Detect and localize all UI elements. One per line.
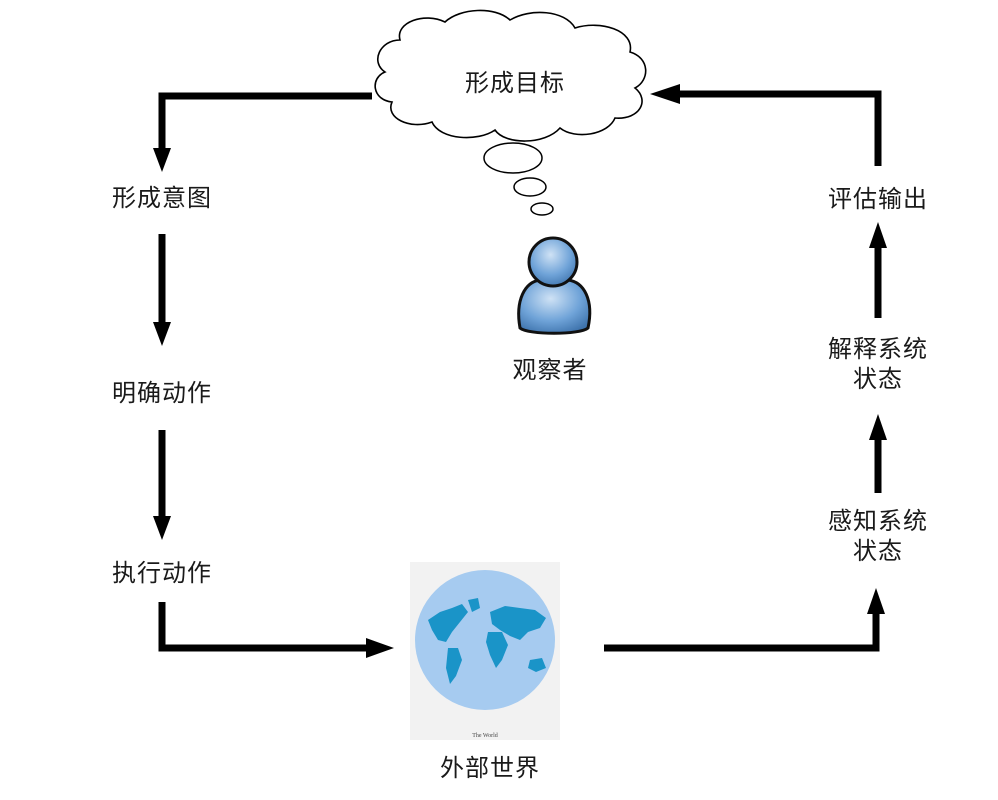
arrowhead-left	[650, 84, 680, 104]
arrowheads	[153, 84, 887, 658]
arrow-evaluate-to-goal	[676, 90, 882, 166]
arrow-world-to-perceive	[604, 612, 880, 652]
step-interpret-state: 解释系统 状态	[828, 335, 928, 393]
arrowhead-down	[153, 516, 171, 540]
world-image-caption: The World	[472, 733, 498, 739]
thought-bubble-small	[530, 202, 554, 216]
arrowhead-up	[869, 414, 887, 440]
thought-cloud	[374, 9, 647, 216]
arrowhead-down	[153, 322, 171, 346]
world-label: 外部世界	[440, 754, 540, 782]
arrowhead-up	[869, 222, 887, 248]
observer-label: 观察者	[512, 356, 588, 384]
cloud-shape	[374, 9, 647, 142]
step-evaluate-output: 评估输出	[828, 185, 928, 213]
arrowhead-down	[153, 148, 171, 172]
person-icon	[517, 236, 592, 335]
step-perceive-state: 感知系统 状态	[828, 507, 928, 565]
thought-bubble-large	[483, 142, 543, 174]
arrow-goal-to-intention	[158, 92, 372, 150]
flow-arrows	[158, 90, 882, 652]
step-form-intention: 形成意图	[112, 184, 212, 212]
step-specify-action: 明确动作	[112, 379, 212, 407]
arrowhead-up	[867, 588, 885, 614]
arrowhead-right	[366, 638, 394, 658]
world-globe-icon: The World	[410, 562, 560, 740]
step-execute-action: 执行动作	[112, 559, 212, 587]
thought-bubble-medium	[513, 177, 547, 197]
continents	[428, 598, 546, 684]
goal-label: 形成目标	[465, 69, 565, 97]
arrow-execute-to-world	[158, 602, 370, 652]
